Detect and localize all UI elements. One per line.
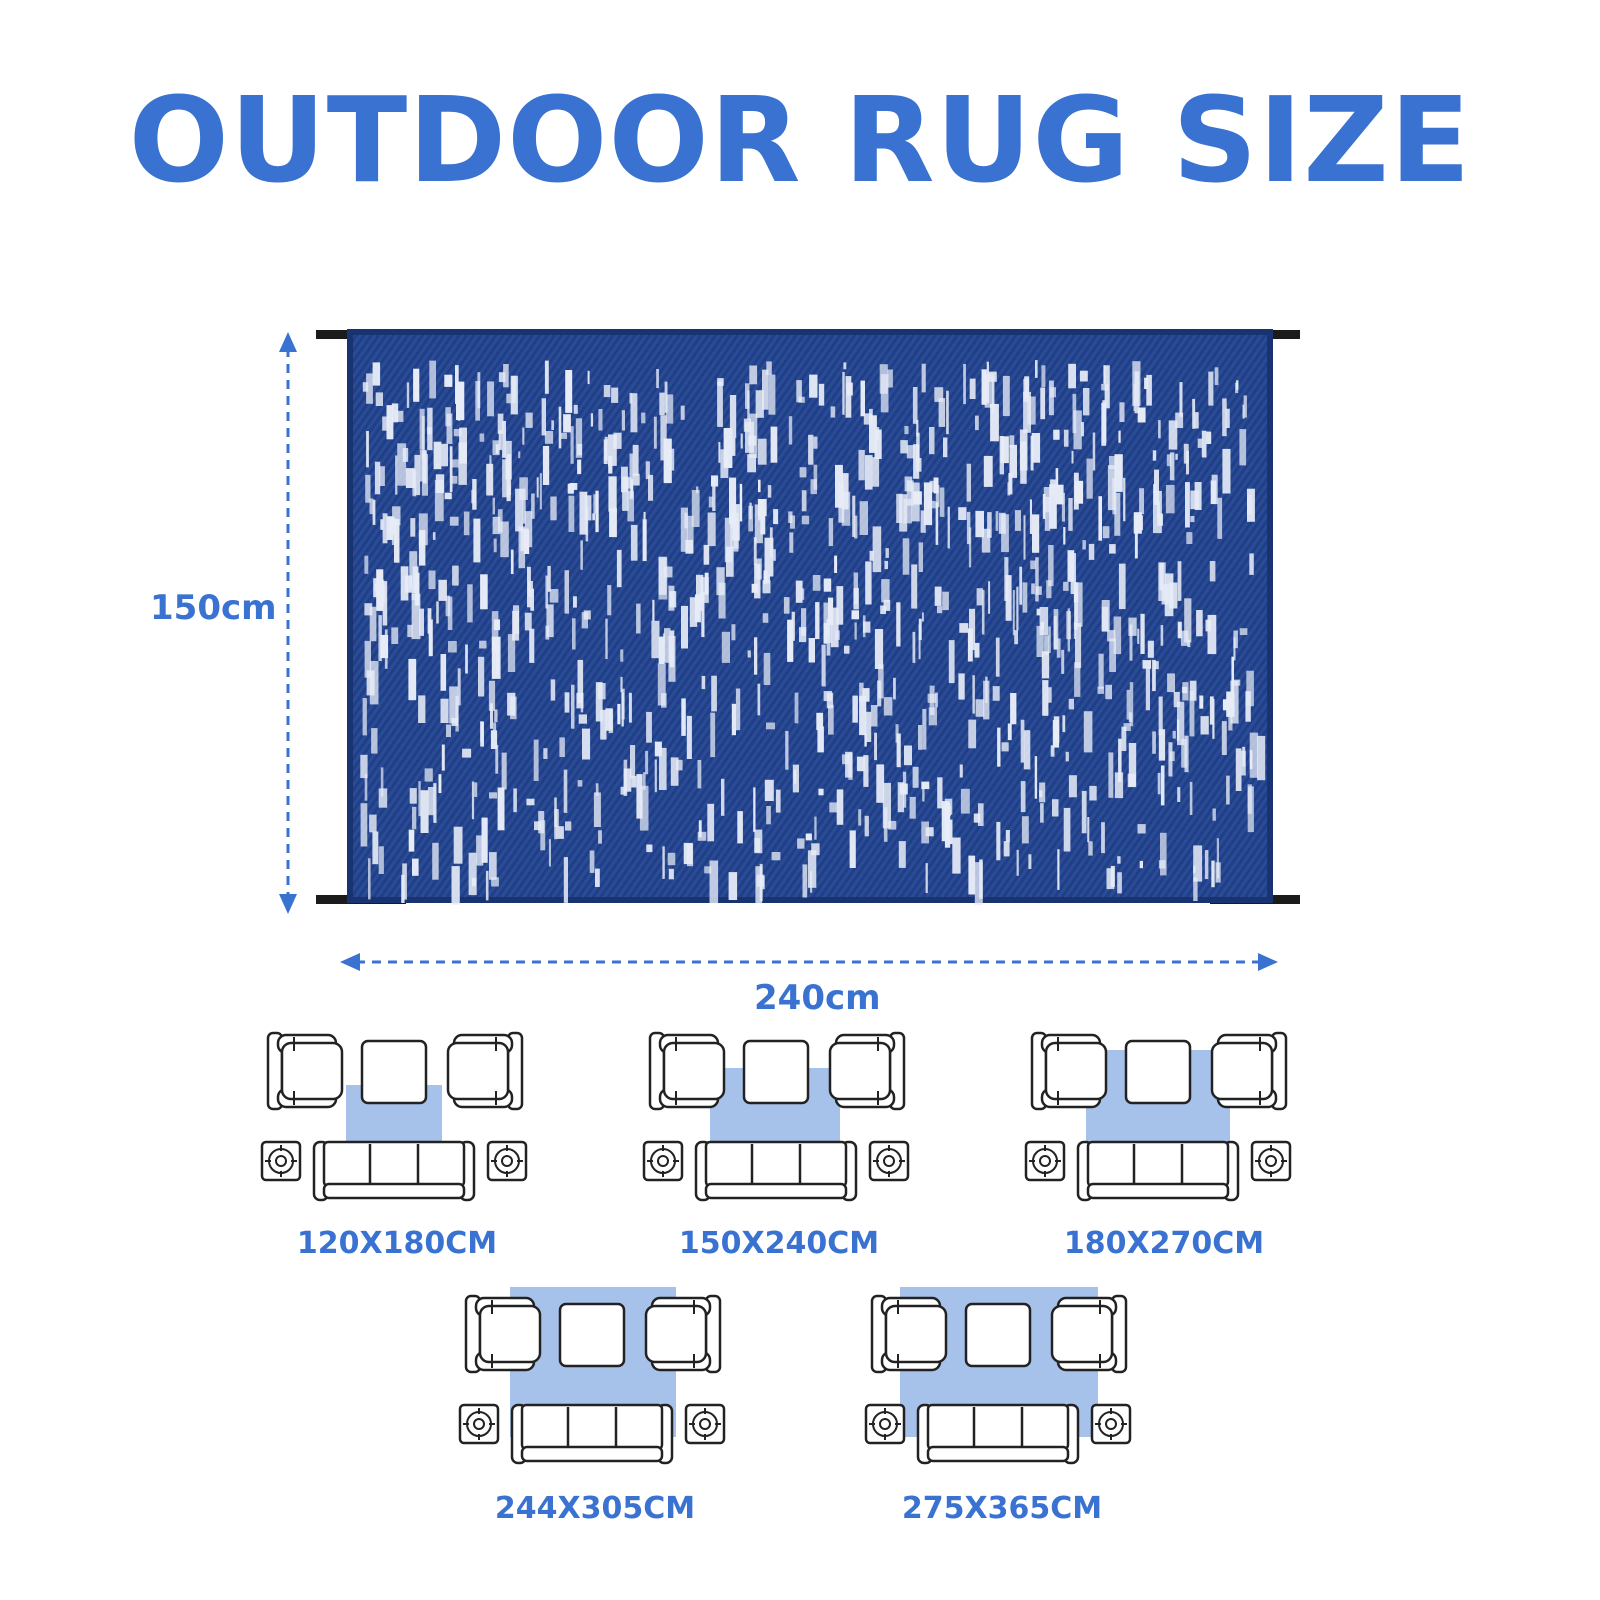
width-label: 240cm bbox=[754, 978, 881, 1018]
armchair-icon bbox=[446, 1031, 524, 1111]
side-table-icon bbox=[1090, 1403, 1132, 1445]
armchair-icon bbox=[870, 1294, 948, 1374]
size-label: 150X240CM bbox=[678, 1226, 880, 1261]
size-label: 180X270CM bbox=[1063, 1226, 1265, 1261]
coffee-table-icon bbox=[742, 1039, 810, 1105]
side-table-icon bbox=[1024, 1140, 1066, 1182]
size-label: 244X305CM bbox=[494, 1491, 696, 1526]
sofa-icon bbox=[1076, 1140, 1240, 1202]
armchair-icon bbox=[1210, 1031, 1288, 1111]
rug-pattern bbox=[360, 360, 1266, 906]
coffee-table-icon bbox=[964, 1302, 1032, 1368]
sofa-icon bbox=[510, 1403, 674, 1465]
side-table-icon bbox=[486, 1140, 528, 1182]
armchair-icon bbox=[644, 1294, 722, 1374]
side-table-icon bbox=[868, 1140, 910, 1182]
armchair-icon bbox=[828, 1031, 906, 1111]
side-table-icon bbox=[864, 1403, 906, 1445]
side-table-icon bbox=[1250, 1140, 1292, 1182]
side-table-icon bbox=[642, 1140, 684, 1182]
sofa-icon bbox=[312, 1140, 476, 1202]
side-table-icon bbox=[684, 1403, 726, 1445]
side-table-icon bbox=[260, 1140, 302, 1182]
height-dimension-arrow bbox=[279, 332, 297, 914]
coffee-table-icon bbox=[558, 1302, 626, 1368]
width-dimension-arrow bbox=[340, 953, 1278, 971]
coffee-table-icon bbox=[1124, 1039, 1192, 1105]
sofa-icon bbox=[916, 1403, 1080, 1465]
armchair-icon bbox=[1050, 1294, 1128, 1374]
size-label: 120X180CM bbox=[296, 1226, 498, 1261]
armchair-icon bbox=[464, 1294, 542, 1374]
height-label: 150cm bbox=[150, 588, 277, 628]
armchair-icon bbox=[648, 1031, 726, 1111]
coffee-table-icon bbox=[360, 1039, 428, 1105]
side-table-icon bbox=[458, 1403, 500, 1445]
armchair-icon bbox=[266, 1031, 344, 1111]
sofa-icon bbox=[694, 1140, 858, 1202]
size-label: 275X365CM bbox=[901, 1491, 1103, 1526]
page-title: OUTDOOR RUG SIZE bbox=[128, 71, 1472, 209]
armchair-icon bbox=[1030, 1031, 1108, 1111]
